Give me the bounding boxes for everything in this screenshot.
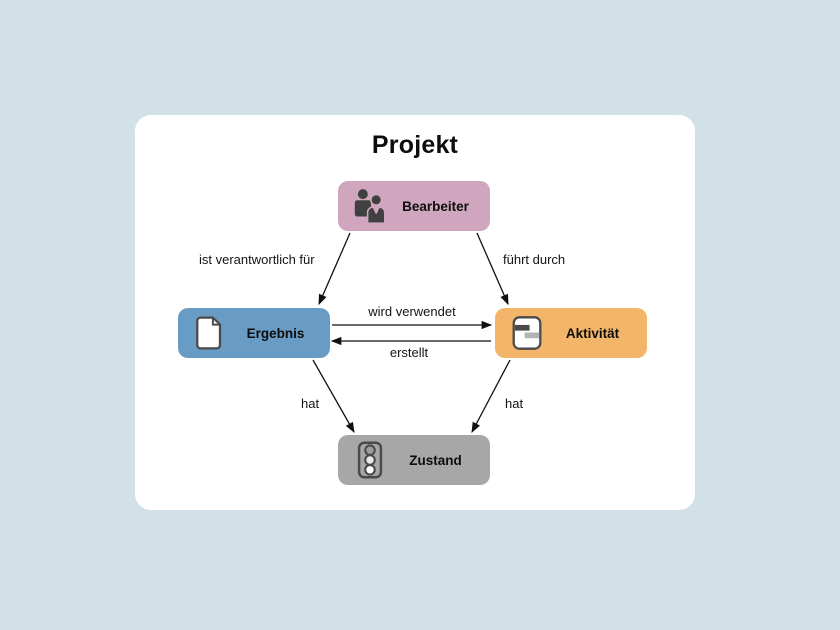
edge-label-ist-verantwortlich-fuer: ist verantwortlich für [199,252,315,267]
node-label-aktivitaet: Aktivität [565,325,620,341]
node-label-zustand: Zustand [409,452,462,468]
edge-aktivitaet-zustand [471,359,511,434]
edge-arrows [312,232,511,434]
edge-label-hat-left: hat [301,396,320,411]
diagram-title: Projekt [371,131,459,159]
edge-label-erstellt: erstellt [389,345,429,360]
node-label-ergebnis: Ergebnis [246,325,305,341]
edge-bearbeiter-aktivitaet [476,232,509,306]
node-aktivitaet: Aktivität [495,308,647,358]
people-icon [351,187,389,225]
gantt-chart-icon [508,314,546,352]
diagram-card: Projekt Bearbeiter [135,115,695,510]
edge-label-wird-verwendet: wird verwendet [368,304,456,319]
edge-ergebnis-zustand [312,359,355,434]
node-ergebnis: Ergebnis [178,308,330,358]
node-bearbeiter: Bearbeiter [338,181,490,231]
traffic-light-icon [351,441,389,479]
edge-bearbeiter-ergebnis [318,232,351,306]
edge-label-hat-right: hat [505,396,524,411]
edge-label-fuehrt-durch: führt durch [503,252,566,267]
node-zustand: Zustand [338,435,490,485]
document-icon [191,314,229,352]
node-label-bearbeiter: Bearbeiter [402,198,469,214]
